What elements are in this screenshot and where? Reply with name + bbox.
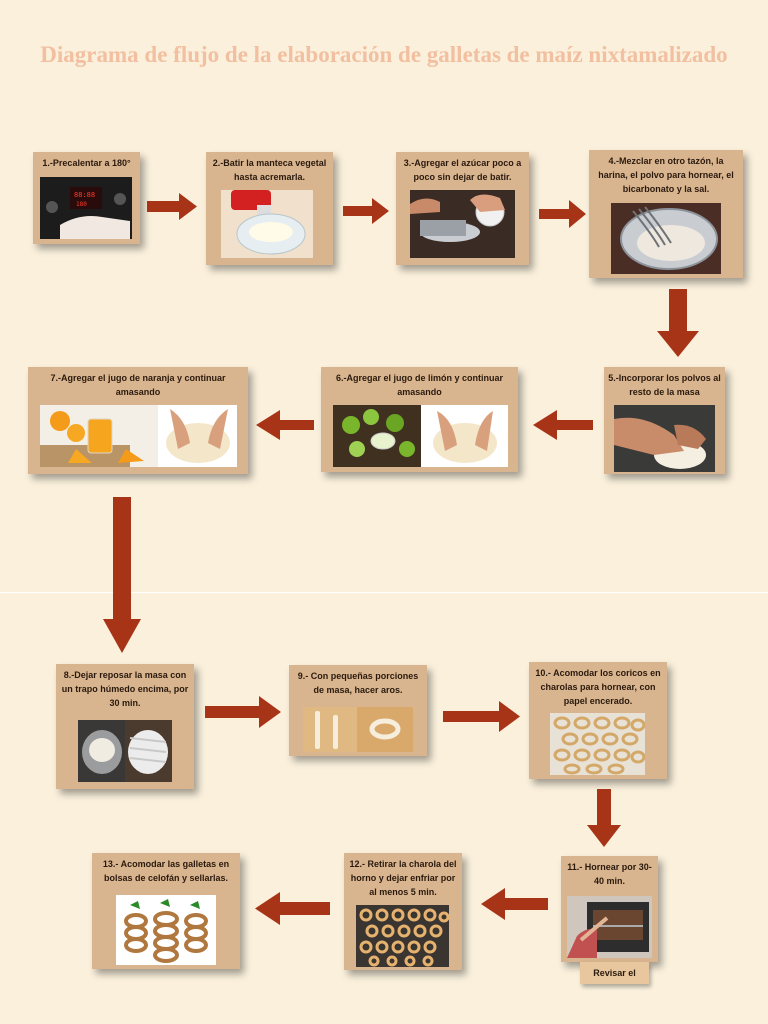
step-1-box: 1.-Precalentar a 180° 88:88 180 <box>33 152 140 244</box>
arrow-down-10-11 <box>587 789 621 847</box>
step-7-label: 7.-Agregar el jugo de naranja y continua… <box>50 373 226 397</box>
arrow-left-5-6 <box>533 410 593 440</box>
oven-control-image: 88:88 180 <box>40 177 132 239</box>
page-divider <box>0 592 768 593</box>
step-13-box: 13.- Acomodar las galletas en bolsas de … <box>92 853 240 969</box>
dough-resting-image <box>78 720 172 782</box>
adding-sugar-image <box>410 190 515 258</box>
arrow-right-8-9 <box>205 696 281 728</box>
step-9-label: 9.- Con pequeñas porciones de masa, hace… <box>297 671 419 695</box>
arrow-right-2-3 <box>343 198 389 224</box>
arrow-down-7-8 <box>103 497 141 653</box>
whisk-flour-image <box>611 203 721 274</box>
step-11-box: 11.- Hornear por 30-40 min. <box>561 856 658 962</box>
step-5-box: 5.-Incorporar los polvos al resto de la … <box>604 367 725 474</box>
step-12-label: 12.- Retirar la charola del horno y deja… <box>349 859 457 897</box>
step-7-box: 7.-Agregar el jugo de naranja y continua… <box>28 367 248 474</box>
step-6-box: 6.-Agregar el jugo de limón y continuar … <box>321 367 518 472</box>
arrow-left-12-13 <box>255 892 330 925</box>
step-5-label: 5.-Incorporar los polvos al resto de la … <box>608 373 721 397</box>
step-1-label: 1.-Precalentar a 180° <box>42 158 131 168</box>
step-4-box: 4.-Mezclar en otro tazón, la harina, el … <box>589 150 743 278</box>
step-4-label: 4.-Mezclar en otro tazón, la harina, el … <box>598 156 734 194</box>
step-8-box: 8.-Dejar reposar la masa con un trapo hú… <box>56 664 194 789</box>
arrow-right-9-10 <box>443 701 520 732</box>
page-title: Diagrama de flujo de la elaboración de g… <box>40 42 728 67</box>
arrow-down-4-5 <box>657 289 699 357</box>
step-2-box: 2.-Batir la manteca vegetal hasta acrema… <box>206 152 333 265</box>
step-13-label: 13.- Acomodar las galletas en bolsas de … <box>102 859 230 883</box>
arrow-right-3-4 <box>539 200 586 228</box>
svg-text:88:88: 88:88 <box>74 191 95 199</box>
hands-kneading-image <box>614 405 715 472</box>
oranges-juice-dough-image <box>40 405 237 467</box>
step-11-label: 11.- Hornear por 30-40 min. <box>567 862 652 886</box>
mixer-bowl-image <box>221 190 313 258</box>
arrow-left-6-7 <box>256 410 314 440</box>
arrow-left-11-12 <box>481 888 548 920</box>
step-8-label: 8.-Dejar reposar la masa con un trapo hú… <box>61 670 189 708</box>
limes-juice-dough-image <box>333 405 508 467</box>
step-10-box: 10.- Acomodar los coricos en charolas pa… <box>529 662 667 779</box>
oven-baking-image <box>567 896 652 958</box>
shaping-rings-image <box>303 707 413 752</box>
step-12-box: 12.- Retirar la charola del horno y deja… <box>344 853 462 970</box>
cookies-in-bags-image <box>116 895 216 965</box>
step-9-box: 9.- Con pequeñas porciones de masa, hace… <box>289 665 427 756</box>
step-6-label: 6.-Agregar el jugo de limón y continuar … <box>335 373 504 397</box>
svg-text:180: 180 <box>76 201 87 208</box>
review-note: Revisar el <box>580 962 649 984</box>
step-2-label: 2.-Batir la manteca vegetal hasta acrema… <box>212 158 327 182</box>
arrow-right-1-2 <box>147 193 197 220</box>
baked-cookies-tray-image <box>356 905 449 967</box>
step-3-label: 3.-Agregar el azúcar poco a poco sin dej… <box>403 158 522 182</box>
step-10-label: 10.- Acomodar los coricos en charolas pa… <box>535 668 661 706</box>
rings-on-tray-image <box>550 713 645 775</box>
step-3-box: 3.-Agregar el azúcar poco a poco sin dej… <box>396 152 529 265</box>
